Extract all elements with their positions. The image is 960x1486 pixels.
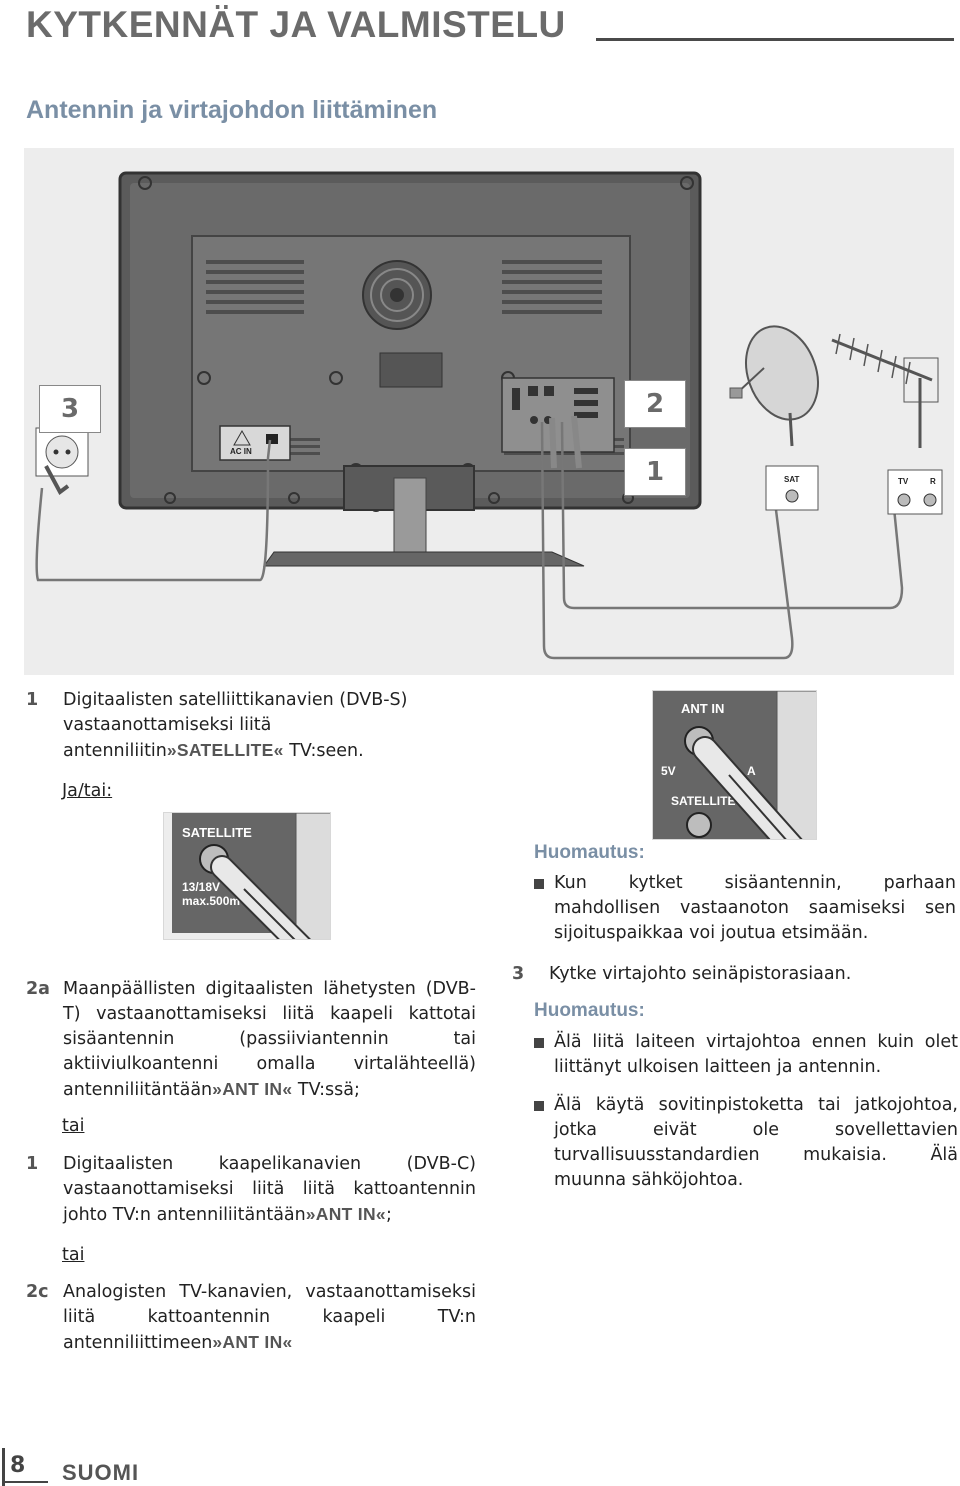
item-1b-text: Digitaalisten kaapelikanavien (DVB-C) va… (63, 1154, 476, 1225)
callout-3: 3 (39, 385, 101, 433)
inset-5v-label: 5V (661, 764, 676, 778)
note-text: Älä käytä sovitinpistoketta tai jatkojoh… (554, 1095, 958, 1190)
item-2a-suffix: TV:ssä; (292, 1080, 360, 1100)
item-number: 1 (26, 690, 39, 710)
sat-socket-label: SAT (784, 475, 800, 484)
ja-tai-label: Ja/tai: (62, 781, 113, 801)
ant-in-label: »ANT IN« (212, 1332, 293, 1352)
page-number-rule (4, 1481, 48, 1483)
item-2c-text: Analogisten TV-kanavien, vastaanottamise… (63, 1282, 476, 1353)
item-text: Maanpäällisten digitaalisten lähetysten … (63, 977, 476, 1103)
satellite-label: »SATELLITE« (166, 740, 284, 760)
item-text: Analogisten TV-kanavien, vastaanottamise… (63, 1280, 476, 1356)
item-text: Digitaalisten kaapelikanavien (DVB-C) va… (63, 1152, 476, 1228)
item-1-text: Digitaalisten satelliittikanavien (DVB-S… (63, 690, 408, 761)
bullet-square-icon (534, 1038, 544, 1048)
satellite-connector-inset: SATELLITE 13/18V max.500m (163, 812, 331, 940)
page-number: 8 (10, 1453, 26, 1478)
r-socket-label: R (930, 477, 936, 486)
title-rule (596, 38, 954, 41)
tv-back-illustration: AC IN SAT TV R (35, 171, 943, 660)
item-text: Digitaalisten satelliittikanavien (DVB-S… (63, 688, 423, 764)
inset-voltage-label: 13/18V (182, 880, 220, 894)
bullet-square-icon (534, 879, 544, 889)
note-text: Älä liitä laiteen virtajohtoa ennen kuin… (554, 1032, 958, 1077)
item-text: Kytke virtajohto seinäpistorasiaan. (549, 964, 852, 984)
tai-label: tai (62, 1245, 85, 1265)
note-heading: Huomautus: (534, 1000, 645, 1021)
item-1-suffix: TV:seen. (283, 741, 364, 761)
callout-2: 2 (624, 380, 686, 428)
ant-in-connector-inset: ANT IN 5V A SATELLITE (652, 690, 817, 840)
inset-ant-in-label: ANT IN (681, 701, 724, 716)
tai-label: tai (62, 1116, 85, 1136)
section-subtitle: Antennin ja virtajohdon liittäminen (26, 96, 438, 124)
ac-in-label: AC IN (230, 447, 252, 456)
footer-rule (2, 1448, 5, 1486)
tv-socket-label: TV (898, 477, 909, 486)
inset-a-label: A (747, 764, 756, 778)
item-number: 2a (26, 979, 50, 999)
ant-in-label: »ANT IN« (212, 1079, 293, 1099)
item-number: 2c (26, 1282, 49, 1302)
inset-satellite-label: SATELLITE (182, 825, 252, 840)
callout-1: 1 (624, 448, 686, 496)
item-2a-text: Maanpäällisten digitaalisten lähetysten … (63, 979, 476, 1100)
note-heading: Huomautus: (534, 842, 645, 863)
note-text: Kun kytket sisäantennin, parhaan mahdoll… (554, 873, 956, 943)
page-title: KYTKENNÄT JA VALMISTELU (26, 4, 566, 45)
connection-diagram: AC IN SAT TV R (24, 148, 954, 675)
inset-ant-satellite-label: SATELLITE (671, 794, 735, 808)
inset-max-label: max.500m (182, 894, 240, 908)
item-number: 1 (26, 1154, 39, 1174)
item-number: 3 (512, 964, 525, 984)
ant-in-label: »ANT IN« (305, 1204, 386, 1224)
bullet-square-icon (534, 1101, 544, 1111)
item-1b-suffix: ; (385, 1205, 392, 1225)
footer-language: SUOMI (62, 1460, 140, 1485)
